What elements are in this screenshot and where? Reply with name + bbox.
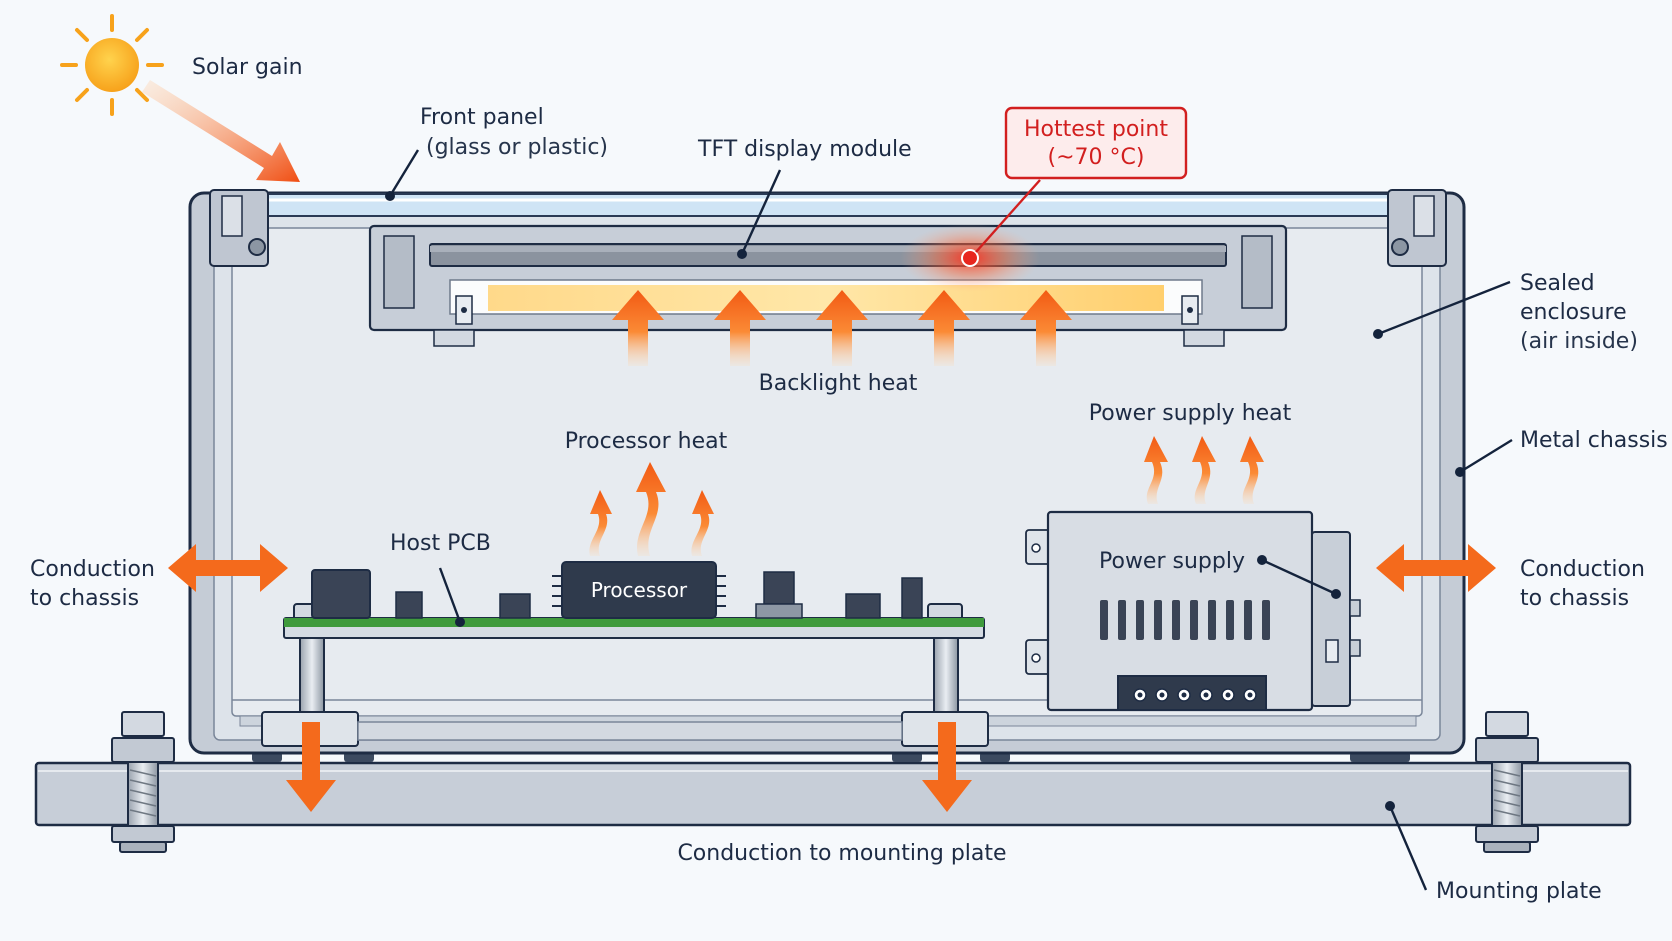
label-power-supply: Power supply (1099, 549, 1245, 574)
tft-display-module (368, 224, 1288, 347)
mounting-bolt-right (1475, 711, 1539, 853)
label-sealed-enclosure-1: Sealed (1520, 271, 1595, 296)
label-conduction-left-2: to chassis (30, 586, 139, 611)
processor-heat-arrows (589, 462, 714, 556)
front-panel (247, 193, 1409, 217)
label-conduction-right-2: to chassis (1520, 586, 1629, 611)
label-processor: Processor (591, 578, 688, 602)
backlight-heat-arrows (612, 290, 1072, 366)
label-host-pcb: Host PCB (390, 531, 491, 556)
conduction-arrow-right (1376, 544, 1496, 592)
label-power-supply-heat: Power supply heat (1089, 401, 1292, 426)
label-front-panel-sub: (glass or plastic) (426, 135, 608, 160)
bracket-left (209, 189, 269, 267)
label-tft-display-module: TFT display module (697, 137, 912, 162)
hottest-point-callout (1004, 106, 1188, 180)
power-supply-heat-arrows (1144, 436, 1264, 504)
label-hottest-temp: (~70 °C) (1048, 145, 1145, 170)
bracket-right (1387, 189, 1447, 267)
mounting-bolt-left (111, 711, 175, 853)
label-sealed-enclosure-3: (air inside) (1520, 329, 1638, 354)
sun-icon (60, 14, 164, 116)
solar-gain-arrow (142, 80, 300, 182)
label-backlight-heat: Backlight heat (759, 371, 918, 396)
label-solar-gain: Solar gain (192, 55, 303, 80)
mounting-plate (34, 761, 1632, 827)
conduction-arrow-down-left (286, 722, 336, 812)
hot-spot (900, 224, 1040, 292)
label-mounting-plate: Mounting plate (1436, 879, 1602, 904)
label-conduction-left-1: Conduction (30, 557, 155, 582)
power-supply (1025, 510, 1361, 712)
label-hottest-point: Hottest point (1024, 117, 1168, 142)
conduction-arrow-left (168, 544, 288, 592)
label-conduction-mounting: Conduction to mounting plate (677, 841, 1006, 866)
label-conduction-right-1: Conduction (1520, 557, 1645, 582)
label-front-panel: Front panel (420, 105, 544, 130)
label-metal-chassis: Metal chassis (1520, 428, 1668, 453)
label-processor-heat: Processor heat (565, 429, 728, 454)
leader-lines (385, 149, 1513, 891)
conduction-arrow-down-right (922, 722, 972, 812)
label-sealed-enclosure-2: enclosure (1520, 300, 1627, 325)
